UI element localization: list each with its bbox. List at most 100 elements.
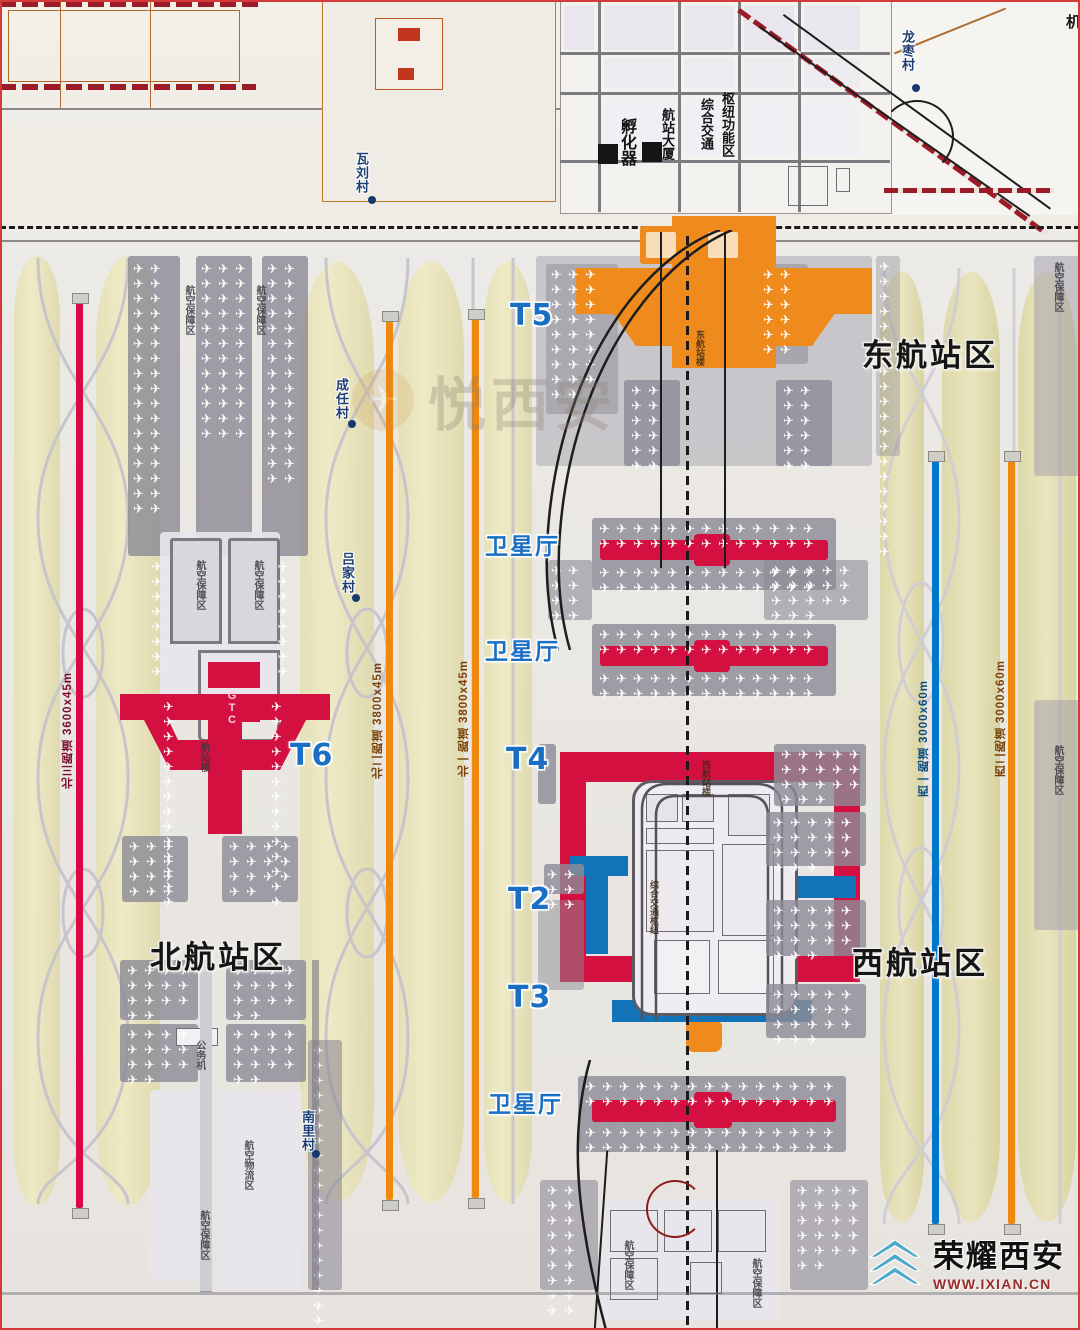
- village-label: 吕家村: [340, 552, 355, 594]
- aircraft-stand-group: ✈✈✈✈✈✈✈✈✈✈✈✈: [129, 839, 174, 899]
- aircraft-stand-group: ✈✈✈✈✈✈✈✈✈✈✈✈✈✈✈✈✈✈✈✈✈✈✈✈✈✈: [599, 671, 814, 701]
- runway-threshold: [382, 1200, 399, 1211]
- parcel-outline: [8, 10, 240, 82]
- aircraft-stand-group: ✈✈✈✈✈✈✈✈✈✈✈✈✈✈✈✈✈✈: [547, 1183, 575, 1318]
- aircraft-stand-group: ✈✈✈✈✈✈✈✈✈✈✈✈: [631, 383, 659, 473]
- aircraft-stand-group: ✈✈✈✈✈✈✈✈✈✈✈✈: [763, 267, 791, 357]
- aircraft-stand-group: ✈✈✈✈✈✈✈✈✈✈✈✈✈✈✈✈✈✈✈✈✈✈✈✈✈✈✈✈✈✈: [267, 261, 295, 486]
- village-marker-dot: [912, 84, 920, 92]
- runway-label: 北一跑道 3800x45m: [458, 660, 470, 778]
- parcel-top-center: [322, 0, 556, 202]
- airport-boundary-dashed: [0, 226, 1080, 229]
- functional-area-label: 航空保障区: [254, 285, 265, 335]
- runway-threshold: [928, 1224, 945, 1235]
- village-label: 成任村: [334, 378, 349, 420]
- functional-area-label: 航空保障区: [198, 1210, 209, 1260]
- gtc-west: [686, 1022, 722, 1052]
- functional-area-label: 东航站楼: [695, 330, 705, 366]
- runway-threshold: [468, 309, 485, 320]
- terminal-t2-pier: [570, 856, 628, 876]
- terminal-label-卫星厅: 卫星厅: [488, 1092, 563, 1118]
- runway-threshold: [72, 293, 89, 304]
- site-brand: 荣耀西安 WWW.IXIAN.CN: [866, 1238, 1065, 1294]
- aircraft-stand-group: ✈✈✈✈✈✈✈✈✈✈✈✈✈✈✈✈✈✈: [781, 747, 860, 807]
- village-marker-dot: [352, 594, 360, 602]
- runway-label: 北三跑道 3600x45m: [62, 672, 74, 790]
- aircraft-stand-group: ✈✈✈✈✈✈✈✈✈✈✈✈✈✈✈✈✈✈✈✈✈✈✈✈✈✈: [551, 267, 596, 402]
- runway-label: 北二跑道 3800x45m: [372, 662, 384, 780]
- terminal-label-T3: T3: [508, 980, 552, 1015]
- satellite-core-3: [694, 1092, 732, 1128]
- district-block-label: 孵化器: [618, 118, 635, 166]
- gtc-block-upper: [208, 662, 260, 688]
- building-marker: [398, 28, 420, 41]
- parcel-divider: [150, 0, 151, 108]
- runway-label: 西一跑道 3000x60m: [918, 680, 930, 798]
- runway-1: [386, 320, 393, 1200]
- runway-0: [76, 302, 83, 1208]
- apron-block: [228, 538, 280, 644]
- aircraft-stand-group: ✈✈✈✈✈✈✈✈✈✈✈✈✈✈: [127, 963, 189, 1023]
- aircraft-stand-group: ✈✈✈✈✈✈✈✈✈✈✈✈✈✈✈✈✈✈✈✈✈✈: [797, 1183, 859, 1273]
- runway-4: [1008, 460, 1015, 1224]
- functional-area-label: 公务机: [194, 1040, 205, 1070]
- interchange-loop: [880, 100, 954, 174]
- village-label: 瓦刘村: [354, 152, 369, 194]
- aircraft-stand-group: ✈✈✈✈✈✈✈✈✈✈✈✈✈✈✈✈✈✈✈✈✈✈✈✈✈✈: [599, 565, 814, 595]
- functional-area-label: 航空保障区: [194, 560, 205, 610]
- zone-label: 西航站区: [852, 946, 988, 981]
- village-marker-dot: [348, 420, 356, 428]
- village-marker-dot: [368, 196, 376, 204]
- aircraft-stand-group: ✈✈✈✈✈✈✈✈✈✈✈✈✈✈✈✈✈✈✈✈: [879, 259, 890, 559]
- runway-threshold: [72, 1208, 89, 1219]
- block-marker-terminal-building: [642, 142, 662, 162]
- aircraft-stand-group: ✈✈✈✈✈✈✈✈: [151, 559, 163, 679]
- aircraft-stand-group: ✈✈✈✈✈✈✈✈✈✈✈✈✈✈✈✈✈✈: [773, 903, 852, 963]
- runway-threshold: [928, 451, 945, 462]
- aircraft-stand-group: ✈✈✈✈✈✈✈✈✈✈✈✈✈✈: [271, 699, 282, 909]
- aircraft-stand-group: ✈✈✈✈✈✈✈✈✈✈✈✈✈✈: [163, 699, 174, 909]
- satellite-core-2: [694, 640, 730, 672]
- district-block-label: 航站大厦: [660, 108, 675, 160]
- rail-line-h: [884, 188, 1054, 193]
- aircraft-stand-group: ✈✈✈✈✈✈✈✈✈✈✈✈✈✈✈✈✈✈✈✈✈✈✈✈✈✈✈✈✈✈: [585, 1125, 834, 1155]
- aircraft-stand-group: ✈✈✈✈✈✈✈✈✈✈✈✈✈✈✈✈✈✈✈✈✈✈✈✈✈✈✈✈✈✈: [585, 1079, 834, 1109]
- functional-area-label: 航空物流区: [242, 1140, 253, 1190]
- south-access-curve: [576, 1060, 608, 1330]
- terminal-t2-core: [586, 876, 608, 954]
- aircraft-stand-group: ✈✈✈✈✈✈✈✈✈✈✈✈✈✈✈✈✈✈✈✈✈✈✈✈✈✈: [599, 521, 814, 551]
- aircraft-stand-group: ✈✈✈✈✈✈✈✈✈✈✈✈✈✈✈✈✈✈: [773, 987, 852, 1047]
- brand-text-group: 荣耀西安 WWW.IXIAN.CN: [933, 1241, 1065, 1291]
- runway-threshold: [1004, 451, 1021, 462]
- aircraft-stand-group: ✈✈✈✈✈✈✈✈✈✈✈✈✈✈✈✈✈✈✈✈✈✈✈✈✈✈✈✈✈✈✈✈✈✈: [133, 261, 161, 516]
- zone-label: 北航站区: [150, 940, 286, 975]
- functional-area-label: 航空保障区: [750, 1258, 761, 1308]
- functional-area-label: 综合交通枢纽: [649, 880, 659, 934]
- functional-area-label: GTC: [226, 690, 238, 726]
- runway-threshold: [468, 1198, 485, 1209]
- functional-area-label: 航空保障区: [183, 285, 194, 335]
- road-loop-south: [646, 1180, 704, 1238]
- aircraft-stand-group: ✈✈✈✈✈✈✈✈✈✈✈✈✈✈: [233, 963, 295, 1023]
- functional-area-label: 航空保障区: [1052, 745, 1063, 795]
- terminal-label-卫星厅: 卫星厅: [485, 639, 560, 665]
- runway-threshold: [382, 311, 399, 322]
- boundary-strip-top2: [0, 84, 256, 90]
- functional-area-label: 航空保障区: [622, 1240, 633, 1290]
- district-block-label: 综合交通: [699, 98, 714, 150]
- village-label: 龙枣村: [900, 30, 915, 72]
- functional-area-label: 航空保障区: [252, 560, 263, 610]
- zone-label: 东航站区: [862, 338, 998, 373]
- functional-area-label: 西航站楼: [701, 760, 711, 796]
- apron-block: [170, 538, 222, 644]
- hub-grid: [560, 0, 890, 212]
- terminal-label-卫星厅: 卫星厅: [485, 534, 560, 560]
- aircraft-stand-group: ✈✈✈✈✈✈: [547, 867, 575, 912]
- functional-area-label: 航空保障区: [1052, 262, 1063, 312]
- aircraft-stand-group: ✈✈✈✈✈✈✈✈✈✈✈✈✈✈✈✈✈✈: [771, 563, 850, 623]
- aircraft-stand-group: ✈✈✈✈✈✈✈✈✈✈✈✈: [783, 383, 811, 473]
- block-marker-incubator: [598, 144, 618, 164]
- metro-line-dashed: [686, 236, 689, 1326]
- district-block-label: 枢纽功能区: [720, 92, 735, 157]
